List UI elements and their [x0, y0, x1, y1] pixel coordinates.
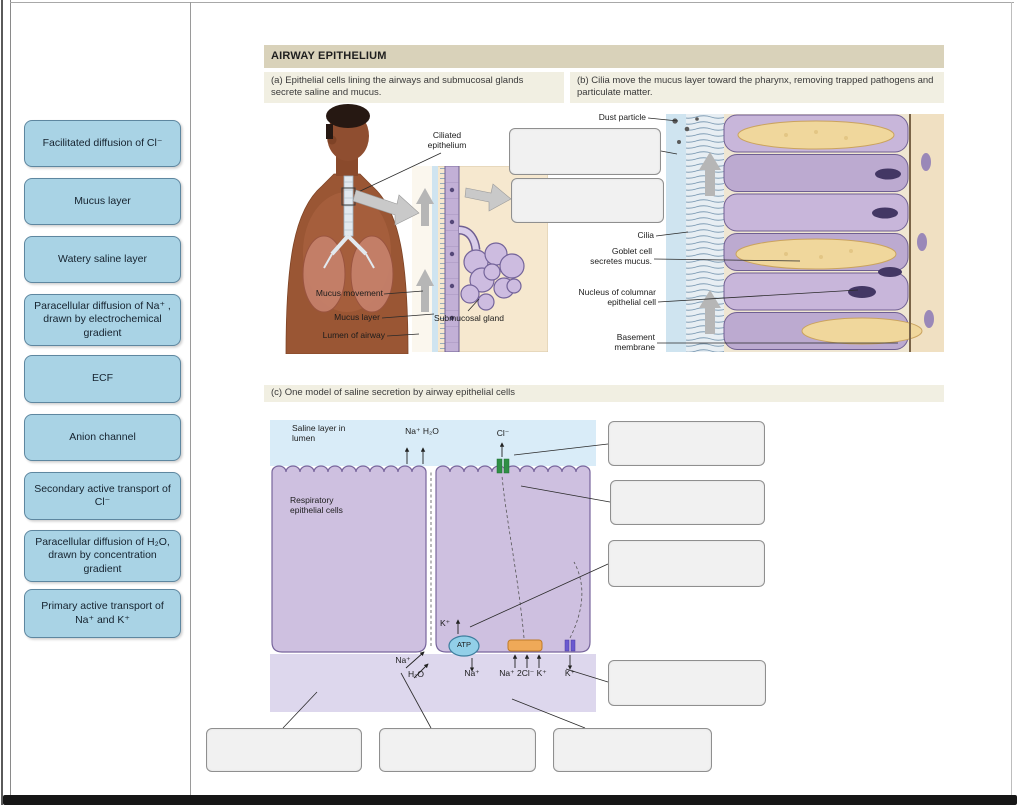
gland-acini: [460, 242, 525, 311]
label-na-basolateral: Na⁺: [395, 655, 411, 665]
label-cl-apical: Cl⁻: [496, 428, 510, 438]
drop-zone-right-3[interactable]: [608, 540, 765, 587]
chip-watery-saline-layer[interactable]: Watery saline layer: [24, 236, 181, 283]
cilia-strip: [438, 166, 445, 352]
lung-right: [350, 235, 394, 313]
chip-paracellular-h2o[interactable]: Paracellular diffusion of H₂O, drawn by …: [24, 530, 181, 582]
panel-c-caption: (c) One model of saline secretion by air…: [264, 385, 944, 402]
label-respiratory-cells: Respiratory epithelial cells: [290, 495, 343, 515]
window-edge-top: [10, 2, 1014, 3]
chip-primary-active-transport[interactable]: Primary active transport of Na⁺ and K⁺: [24, 589, 181, 638]
label-k-intracellular: K⁺: [440, 618, 451, 628]
label-submucosal-gland: Submucosal gland: [434, 313, 504, 323]
drop-zone-bottom-1[interactable]: [206, 728, 362, 772]
chip-paracellular-na[interactable]: Paracellular diffusion of Na⁺ , drawn by…: [24, 294, 181, 346]
label-h2o-basolateral: H₂O: [407, 669, 425, 679]
anion-channel-icon: [496, 458, 510, 474]
window-edge-left: [1, 0, 3, 805]
drop-zone-bottom-2[interactable]: [379, 728, 536, 772]
label-basement-membrane: Basement membrane: [614, 332, 655, 352]
drop-zone-bottom-3[interactable]: [553, 728, 712, 772]
mucus-layer-strip: [432, 166, 438, 352]
label-ciliated-epithelium: Ciliated epithelium: [427, 130, 467, 150]
label-goblet-cell: Goblet cell secretes mucus.: [590, 246, 652, 266]
label-atp: ATP: [456, 640, 472, 649]
label-mucus-movement: Mucus movement: [315, 288, 383, 298]
bottom-edge-bar: [3, 795, 1017, 805]
window-edge-right: [1011, 2, 1012, 795]
label-saline-layer: Saline layer in lumen: [292, 423, 346, 443]
label-nkcc-ions: Na⁺ 2Cl⁻ K⁺: [499, 668, 547, 678]
panel-b-caption: (b) Cilia move the mucus layer toward th…: [570, 72, 944, 103]
label-lumen-of-airway: Lumen of airway: [322, 330, 385, 340]
mucus-layer-area: [666, 114, 686, 352]
sidebar-divider: [190, 2, 191, 795]
epithelial-cell-left: [271, 465, 427, 653]
nkcc-transporter-icon: [507, 639, 543, 652]
label-mucus-layer: Mucus layer: [334, 312, 380, 322]
chip-mucus-layer[interactable]: Mucus layer: [24, 178, 181, 225]
drop-zone-right-1[interactable]: [608, 421, 765, 466]
lung-left: [302, 235, 346, 313]
drop-zone-right-2[interactable]: [610, 480, 765, 525]
label-na-pump: Na⁺: [464, 668, 480, 678]
ciliated-epithelium-illustration: [666, 114, 944, 352]
window-edge-left-inner: [10, 0, 11, 795]
na-k-pump-icon: [448, 635, 480, 657]
goblet-cells: [735, 120, 923, 345]
label-dust-particle: Dust particle: [598, 112, 646, 122]
chip-facilitated-diffusion-cl[interactable]: Facilitated diffusion of Cl⁻: [24, 120, 181, 167]
drop-zone-right-4[interactable]: [608, 660, 766, 706]
label-nucleus: Nucleus of columnar epithelial cell: [578, 287, 656, 307]
label-cilia: Cilia: [637, 230, 654, 240]
panel-a-caption: (a) Epithelial cells lining the airways …: [264, 72, 564, 103]
chip-secondary-active-transport-cl[interactable]: Secondary active transport of Cl⁻: [24, 472, 181, 520]
chip-anion-channel[interactable]: Anion channel: [24, 414, 181, 461]
label-na-h2o-apical: Na⁺ H₂O: [405, 426, 439, 436]
drop-zone-top-2[interactable]: [511, 178, 664, 223]
ecf-area: [270, 654, 596, 712]
mucus-flow-arrow-icon: [416, 188, 434, 312]
k-channel-icon: [564, 639, 576, 652]
figure-title: AIRWAY EPITHELIUM: [264, 45, 944, 68]
saline-lumen-area: [270, 420, 596, 466]
label-k-channel: K⁺: [564, 668, 576, 678]
saline-secretion-model: [270, 420, 596, 712]
chip-ecf[interactable]: ECF: [24, 355, 181, 403]
drop-zone-top-1[interactable]: [509, 128, 661, 175]
